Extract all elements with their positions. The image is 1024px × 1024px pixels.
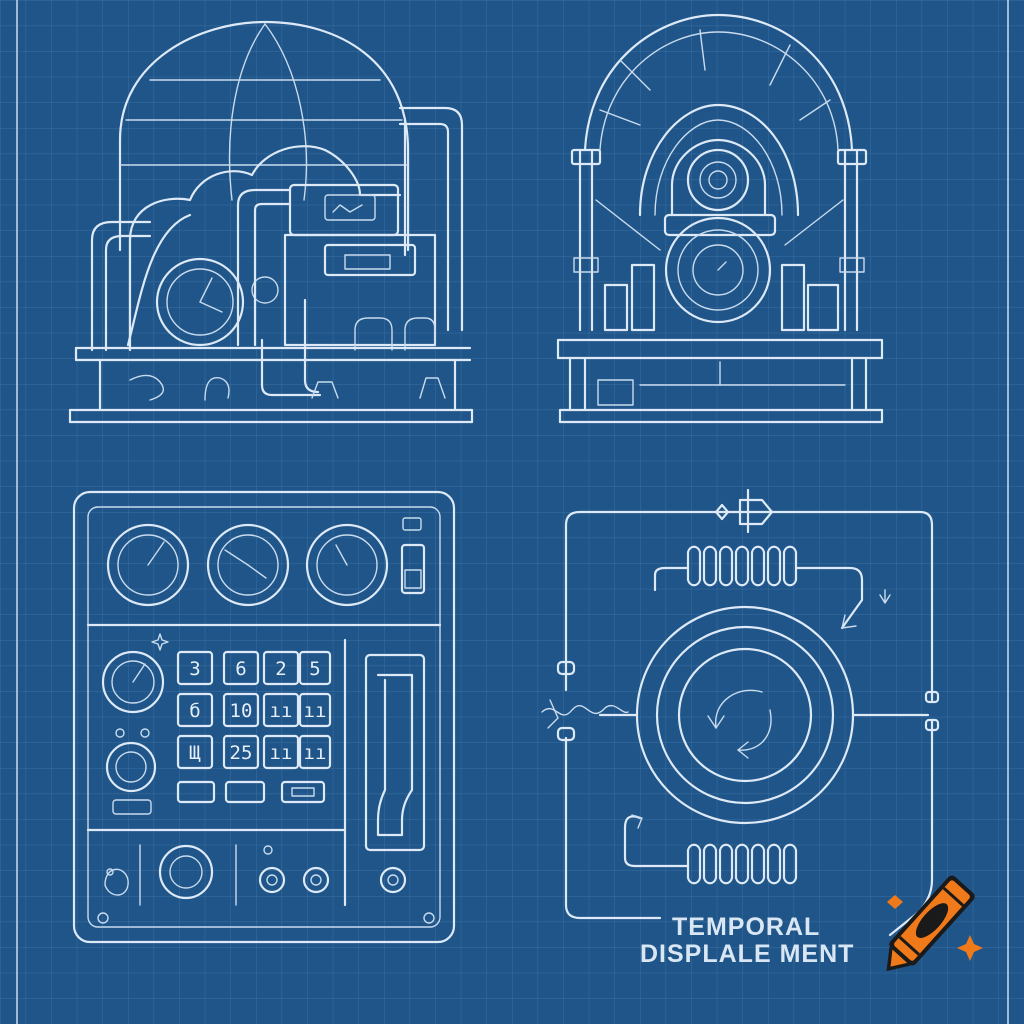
machine-side-view bbox=[68, 20, 474, 424]
svg-text:ıı: ıı bbox=[270, 742, 293, 764]
knob-left bbox=[105, 741, 157, 793]
caption-line-2: DISPLALE MENT bbox=[640, 940, 854, 968]
toggle-switch bbox=[400, 517, 426, 595]
keypad-key: 3 bbox=[176, 650, 214, 686]
keypad-key: ıı bbox=[262, 692, 300, 728]
svg-text:25: 25 bbox=[230, 742, 253, 764]
gauge-2 bbox=[206, 523, 290, 607]
svg-text:5: 5 bbox=[309, 658, 320, 680]
keypad-key: 6 bbox=[222, 650, 260, 686]
plug-connector-icon bbox=[714, 488, 774, 534]
bottom-knob-2 bbox=[302, 866, 330, 894]
bottom-dial bbox=[158, 844, 214, 900]
svg-text:б: б bbox=[189, 700, 200, 722]
circuit-diagram bbox=[541, 488, 940, 937]
svg-text:Щ: Щ bbox=[189, 742, 201, 764]
keypad-key: Щ bbox=[176, 734, 214, 770]
bottom-knob-1 bbox=[258, 866, 286, 894]
lever-slot bbox=[364, 653, 426, 852]
svg-text:ıı: ıı bbox=[270, 700, 293, 722]
dial-left bbox=[101, 650, 165, 714]
displacement-ring-inner bbox=[677, 647, 813, 783]
svg-text:2: 2 bbox=[275, 658, 286, 680]
coil-top bbox=[686, 545, 798, 587]
keypad-key: ıı bbox=[262, 734, 300, 770]
keypad-key: ıı bbox=[298, 734, 332, 770]
coil-bottom bbox=[686, 843, 798, 885]
svg-text:ıı: ıı bbox=[304, 742, 327, 764]
svg-text:3: 3 bbox=[189, 658, 200, 680]
svg-text:10: 10 bbox=[230, 700, 253, 722]
control-panel: 3 6 2 5 б 10 ıı ıı Щ 25 ıı ıı bbox=[72, 490, 456, 944]
gauge-1 bbox=[106, 523, 190, 607]
keypad-key: 10 bbox=[222, 692, 260, 728]
svg-text:ıı: ıı bbox=[304, 700, 327, 722]
keypad-key: 25 bbox=[222, 734, 260, 770]
keypad: 3 6 2 5 б 10 ıı ıı Щ 25 ıı ıı bbox=[176, 650, 332, 804]
bottom-knob-3 bbox=[379, 866, 407, 894]
keypad-key: б bbox=[176, 692, 214, 728]
gauge-3 bbox=[305, 523, 389, 607]
keypad-key: 2 bbox=[262, 650, 300, 686]
machine-front-view bbox=[556, 13, 884, 424]
caption-line-1: TEMPORAL bbox=[672, 913, 820, 941]
svg-text:6: 6 bbox=[235, 658, 246, 680]
keypad-key: 5 bbox=[298, 650, 332, 686]
keypad-key: ıı bbox=[298, 692, 332, 728]
crayon-icon bbox=[886, 875, 983, 972]
